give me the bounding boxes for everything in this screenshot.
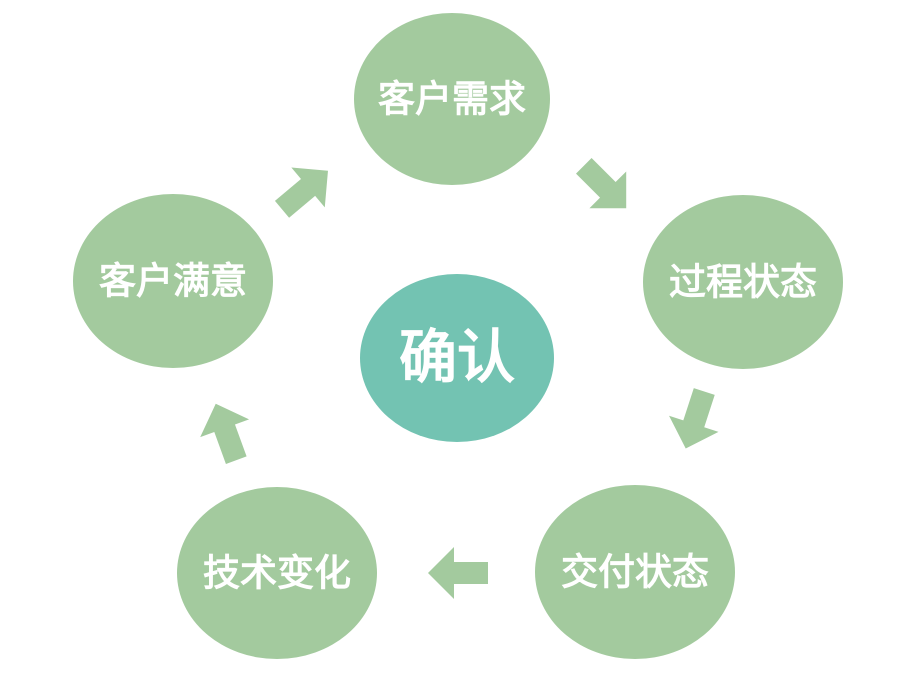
node-customer-demand-label: 客户需求 <box>378 78 526 121</box>
node-process-status-label: 过程状态 <box>669 261 817 304</box>
node-process-status-circle <box>643 195 843 369</box>
node-technical-change-label: 技术变化 <box>203 552 351 595</box>
node-center-label: 确认 <box>399 323 515 391</box>
arrows <box>200 158 719 599</box>
arrow-technical-change-to-customer-satisfaction <box>200 403 250 464</box>
arrow-customer-satisfaction-to-customer-demand <box>274 167 328 218</box>
node-center-circle <box>360 274 554 442</box>
node-delivery-status: 交付状态 <box>535 485 735 659</box>
node-customer-demand-circle <box>354 13 550 185</box>
node-customer-satisfaction-circle <box>73 194 273 368</box>
node-technical-change: 技术变化 <box>177 487 377 659</box>
node-process-status: 过程状态 <box>643 195 843 369</box>
node-customer-satisfaction: 客户满意 <box>73 194 273 368</box>
node-technical-change-circle <box>177 487 377 659</box>
node-customer-satisfaction-label: 客户满意 <box>99 260 247 303</box>
node-center: 确认 <box>360 274 554 442</box>
node-customer-demand: 客户需求 <box>354 13 550 185</box>
arrow-delivery-status-to-technical-change <box>428 547 488 599</box>
arrow-customer-demand-to-process-status <box>576 158 627 209</box>
node-delivery-status-circle <box>535 485 735 659</box>
arrow-process-status-to-delivery-status <box>669 388 719 449</box>
node-delivery-status-label: 交付状态 <box>561 551 709 594</box>
